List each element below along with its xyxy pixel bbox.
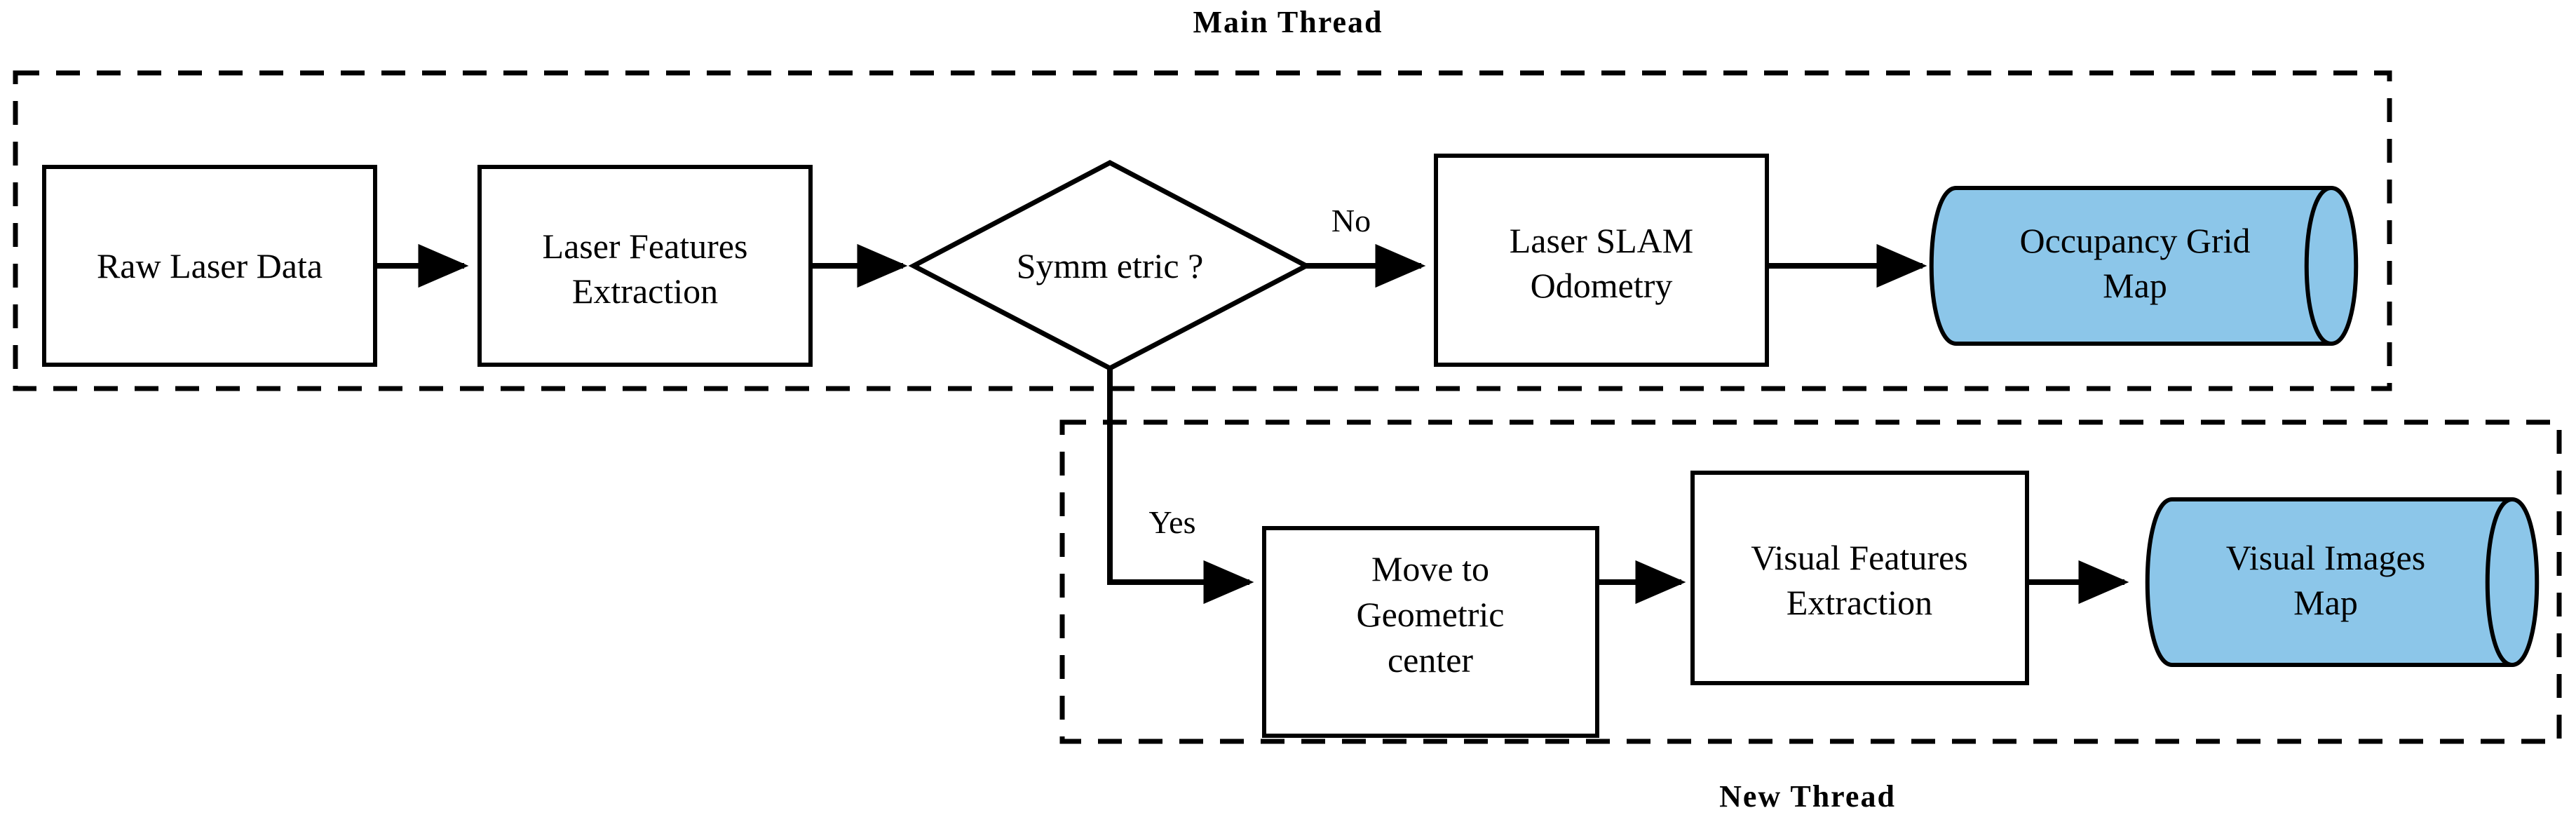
node-laser-slam-odometry-label-line1: Laser SLAM [1510, 221, 1693, 260]
edge-label-yes: Yes [1149, 504, 1196, 540]
main-thread-boundary [13, 70, 2392, 391]
node-visual-features-extraction-label-line1: Visual Features [1751, 538, 1967, 577]
node-move-to-geometric-center-label-line1: Move to [1371, 549, 1489, 588]
node-visual-images-map-label-line1: Visual Images [2226, 538, 2425, 577]
node-visual-images-map-label-line2: Map [2293, 583, 2358, 622]
node-visual-features-extraction[interactable] [1690, 471, 2029, 685]
node-raw-laser-data-label: Raw Laser Data [97, 246, 323, 285]
node-raw-laser-data[interactable] [42, 165, 377, 367]
node-move-to-geometric-center-label-line2: Geometric [1356, 595, 1504, 634]
node-move-to-geometric-center-label-line3: center [1388, 640, 1473, 680]
node-symmetric-decision-label: Symm etric ? [1017, 246, 1204, 285]
main-thread-title: Main Thread [1193, 5, 1383, 39]
node-laser-slam-odometry[interactable] [1434, 154, 1769, 367]
node-visual-images-map[interactable] [2145, 497, 2540, 667]
node-laser-features-extraction[interactable] [477, 165, 813, 367]
node-laser-features-extraction-label-line1: Laser Features [543, 227, 748, 266]
node-occupancy-grid-map-label-line2: Map [2103, 266, 2167, 305]
node-laser-features-extraction-label-line2: Extraction [572, 271, 718, 311]
new-thread-title: New Thread [1719, 779, 1896, 814]
new-thread-boundary [1059, 419, 2562, 744]
node-laser-slam-odometry-label-line2: Odometry [1531, 266, 1673, 305]
node-move-to-geometric-center[interactable] [1262, 526, 1599, 738]
node-visual-features-extraction-label-line2: Extraction [1787, 583, 1932, 622]
edge-decision-yes [1107, 368, 1254, 605]
node-occupancy-grid-map[interactable] [1929, 186, 2359, 346]
edge-label-no: No [1331, 203, 1371, 238]
node-occupancy-grid-map-label-line1: Occupancy Grid [2019, 221, 2250, 260]
